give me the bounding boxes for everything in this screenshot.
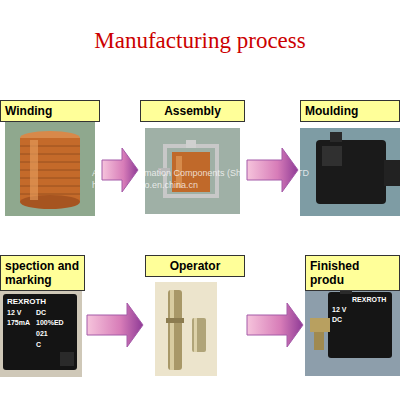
assembly-photo	[145, 128, 240, 214]
diagram-title: Manufacturing process	[0, 28, 400, 54]
winding-photo	[5, 122, 95, 216]
step-label: Winding	[0, 100, 100, 122]
marking-text: REXROTH	[352, 296, 386, 303]
flow-arrow	[102, 148, 138, 192]
marking-text: DC	[332, 316, 342, 323]
process-step: Winding	[0, 100, 100, 218]
step-label: Finished produ	[305, 255, 400, 291]
marking-text: 12 V	[332, 306, 346, 313]
marking-text: 021	[36, 330, 48, 337]
process-step: Finished produ	[305, 255, 400, 377]
finished-product-photo	[305, 282, 400, 376]
operator-photo	[155, 282, 217, 376]
marking-text: REXROTH	[7, 297, 46, 306]
marking-text: 100%ED	[36, 319, 64, 326]
watermark: https://amisico.en.china.cn	[92, 180, 198, 190]
process-step: Operator	[145, 255, 245, 377]
flow-arrow	[247, 148, 298, 192]
marking-text: 12 V	[7, 309, 21, 316]
flow-arrow	[87, 303, 143, 347]
step-label: spection and marking	[0, 255, 85, 291]
marking-text: 175mA	[7, 319, 30, 326]
moulding-photo	[300, 128, 400, 216]
step-label: Moulding	[300, 100, 400, 122]
inspection-photo	[0, 291, 82, 377]
step-label: Assembly	[140, 100, 245, 122]
process-step: Assembly	[140, 100, 245, 218]
watermark: Amisico Automation Components (Shanghai)…	[92, 168, 309, 178]
process-step: spection and marking	[0, 255, 85, 377]
flow-arrow	[247, 303, 303, 347]
marking-text: C	[36, 341, 41, 348]
step-label: Operator	[145, 255, 245, 277]
marking-text: DC	[36, 309, 46, 316]
process-step: Moulding	[300, 100, 400, 218]
